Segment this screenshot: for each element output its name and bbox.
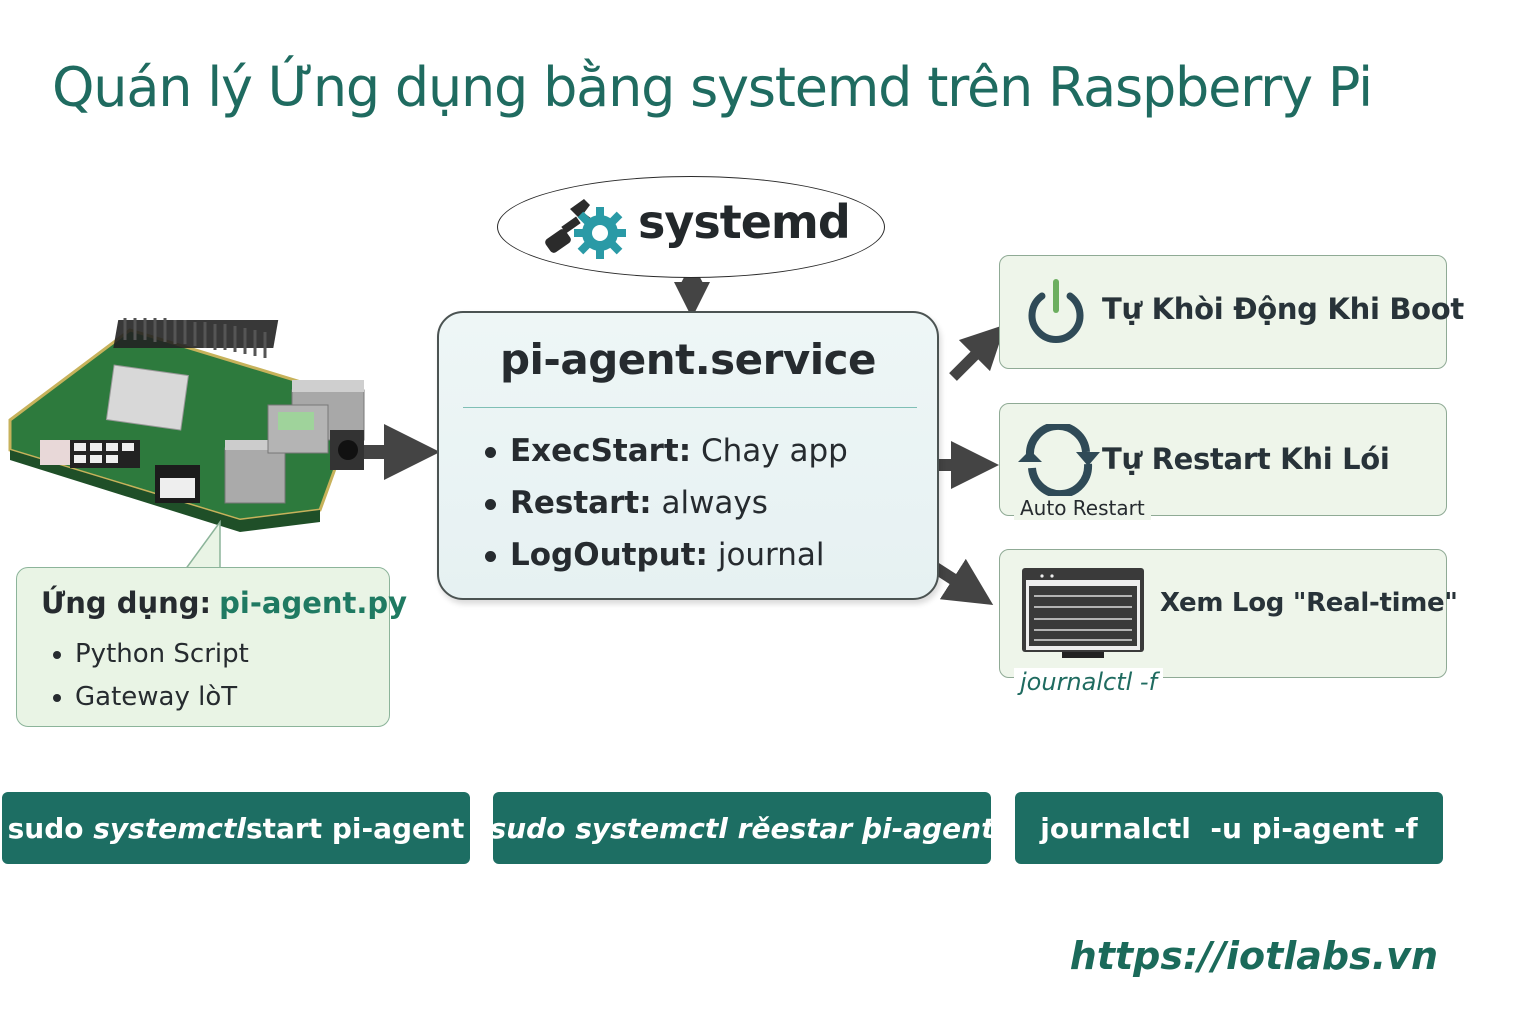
raspberry-pi-board-image	[8, 318, 365, 532]
config-item-logoutput: LogOutput: journal	[485, 535, 848, 587]
service-box: pi-agent.service ExecStart: Chay app Res…	[437, 311, 939, 600]
bullet-icon	[485, 447, 496, 458]
bullet-icon	[53, 693, 61, 702]
command-journal-button[interactable]: journalctl -u pi-agent -f	[1015, 792, 1443, 864]
power-icon	[1028, 279, 1084, 343]
feature-realtime-log: Xem Log "Real-time" journalctl -f	[999, 549, 1458, 696]
gear-wrench-icon	[545, 199, 626, 259]
bullet-icon	[485, 551, 496, 562]
app-callout: Ứng dụng:pi-agent.py Python Script Gatew…	[16, 567, 407, 727]
refresh-icon	[1018, 424, 1100, 496]
bullet-icon	[485, 499, 496, 510]
command-restart-button[interactable]: sudo systemctl rěestar þi-agent	[490, 792, 994, 864]
app-name: pi-agent.py	[219, 586, 408, 620]
feature-auto-restart: Tự Restart Khi Lói Auto Restart	[999, 403, 1447, 520]
app-label: Ứng dụng:	[41, 586, 212, 620]
feature-sublabel: Auto Restart	[1014, 496, 1151, 520]
app-details-list: Python Script Gateway lòT	[53, 634, 249, 720]
service-title: pi-agent.service	[499, 335, 877, 384]
arrow-service-to-boot	[949, 324, 1006, 381]
systemd-node: systemd	[497, 176, 885, 278]
systemd-label: systemd	[638, 195, 851, 249]
feature-sublabel: journalctl -f	[1014, 668, 1164, 696]
bullet-icon	[53, 650, 61, 659]
footer-url-link[interactable]: https://iotlabs.vn	[1069, 934, 1438, 978]
list-item: Gateway lòT	[53, 677, 249, 720]
config-item-execstart: ExecStart: Chay app	[485, 431, 848, 483]
list-item: Python Script	[53, 634, 249, 677]
callout-tail	[184, 520, 221, 570]
feature-label: Tự Khòi Động Khi Boot	[1102, 292, 1464, 326]
terminal-window-icon	[1022, 568, 1144, 658]
divider	[463, 407, 917, 408]
feature-label: Xem Log "Real-time"	[1160, 588, 1458, 618]
config-item-restart: Restart: always	[485, 483, 848, 535]
feature-auto-start-on-boot: Tự Khòi Động Khi Boot	[999, 255, 1464, 369]
feature-label: Tự Restart Khi Lói	[1102, 442, 1390, 476]
app-title: Ứng dụng:pi-agent.py	[41, 586, 407, 620]
service-config-list: ExecStart: Chay app Restart: always LogO…	[485, 431, 848, 587]
page-title: Quán lý Ứng dụng bằng systemd trên Raspb…	[52, 56, 1373, 119]
command-start-button[interactable]: sudo systemctl start pi-agent	[2, 792, 470, 864]
